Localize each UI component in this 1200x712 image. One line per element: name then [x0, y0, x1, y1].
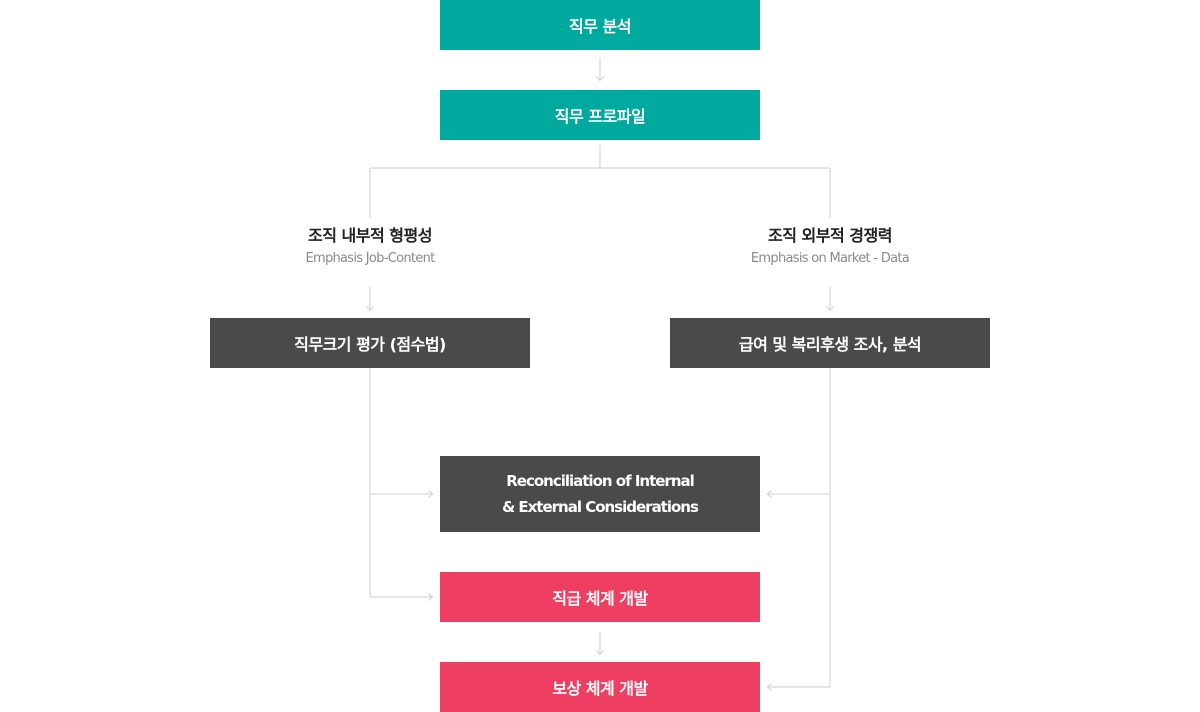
- arrowhead: [766, 683, 772, 691]
- node-label: 직무크기 평가 (점수법): [294, 335, 446, 354]
- external-competitiveness-title: 조직 외부적 경쟁력: [768, 226, 892, 245]
- node-label: 급여 및 복리후생 조사, 분석: [738, 335, 922, 354]
- arrowhead: [826, 306, 834, 312]
- node-job-profile: 직무 프로파일: [440, 90, 760, 140]
- internal-equity-subtitle: Emphasis Job-Content: [305, 251, 435, 266]
- node-label: 보상 체계 개발: [552, 679, 648, 698]
- connector-profile-split: [369, 145, 831, 218]
- internal-equity-title: 조직 내부적 형평성: [308, 226, 432, 245]
- arrowhead: [428, 490, 434, 498]
- node-pay-survey: 급여 및 복리후생 조사, 분석: [670, 318, 990, 368]
- node-label: 직무 분석: [569, 17, 631, 36]
- node-job-analysis: 직무 분석: [440, 0, 760, 50]
- node-label: 직무 프로파일: [554, 107, 646, 126]
- internal-equity-label: 조직 내부적 형평성 Emphasis Job-Content: [210, 226, 530, 267]
- external-competitiveness-label: 조직 외부적 경쟁력 Emphasis on Market - Data: [670, 226, 990, 267]
- reconciliation-line-2: & External Considerations: [502, 498, 699, 516]
- reconciliation-line-1: Reconciliation of Internal: [506, 472, 695, 490]
- node-label: 직급 체계 개발: [552, 589, 648, 608]
- node-grade-system: 직급 체계 개발: [440, 572, 760, 622]
- arrowhead: [428, 593, 434, 601]
- arrowhead: [766, 490, 772, 498]
- node-reconciliation: Reconciliation of Internal & External Co…: [440, 456, 760, 532]
- node-compensation-system: 보상 체계 개발: [440, 662, 760, 712]
- external-competitiveness-subtitle: Emphasis on Market - Data: [750, 251, 910, 266]
- arrowhead: [596, 76, 604, 82]
- arrowhead: [366, 306, 374, 312]
- arrowhead: [596, 650, 604, 656]
- node-job-evaluation: 직무크기 평가 (점수법): [210, 318, 530, 368]
